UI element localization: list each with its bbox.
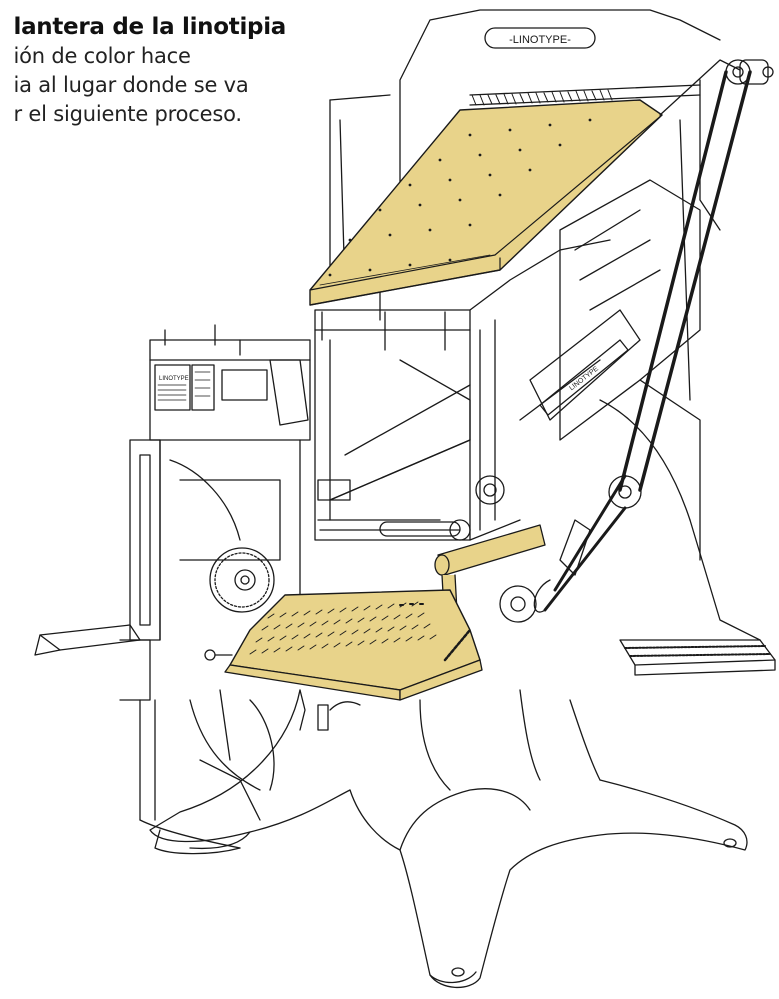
- machine-base: [149, 689, 748, 989]
- keyboard-highlight: [224, 589, 483, 701]
- middle-rollers: [379, 475, 505, 541]
- label-block: LINOTYPE: [157, 371, 211, 401]
- caption-block: lantera de la linotipia ión de color hac…: [0, 12, 300, 162]
- caption-line-1: ión de color hace: [13, 44, 191, 68]
- side-nameplate: LINOTYPE: [539, 339, 629, 416]
- caption-line-3: r el siguiente proceso.: [13, 102, 242, 126]
- magazine-highlight: [309, 99, 663, 306]
- left-gear: [209, 547, 275, 613]
- right-tray: [619, 639, 776, 676]
- magazine-dots: [328, 118, 592, 277]
- label-block-text: LINOTYPE: [159, 376, 189, 382]
- top-nameplate-text: -LINOTYPE-: [509, 34, 571, 46]
- left-frame: [34, 324, 311, 849]
- keyboard-side-keys: [204, 628, 472, 662]
- caption-title: lantera de la linotipia: [13, 14, 286, 40]
- belt-pulley-system: [499, 59, 774, 623]
- lower-parts: [199, 689, 361, 821]
- top-nameplate: -LINOTYPE-: [484, 27, 596, 49]
- top-rack: [469, 84, 701, 106]
- right-machinery: [519, 59, 761, 641]
- caption-line-2: ia al lugar donde se va: [13, 73, 249, 97]
- keyboard-keys: [249, 601, 437, 655]
